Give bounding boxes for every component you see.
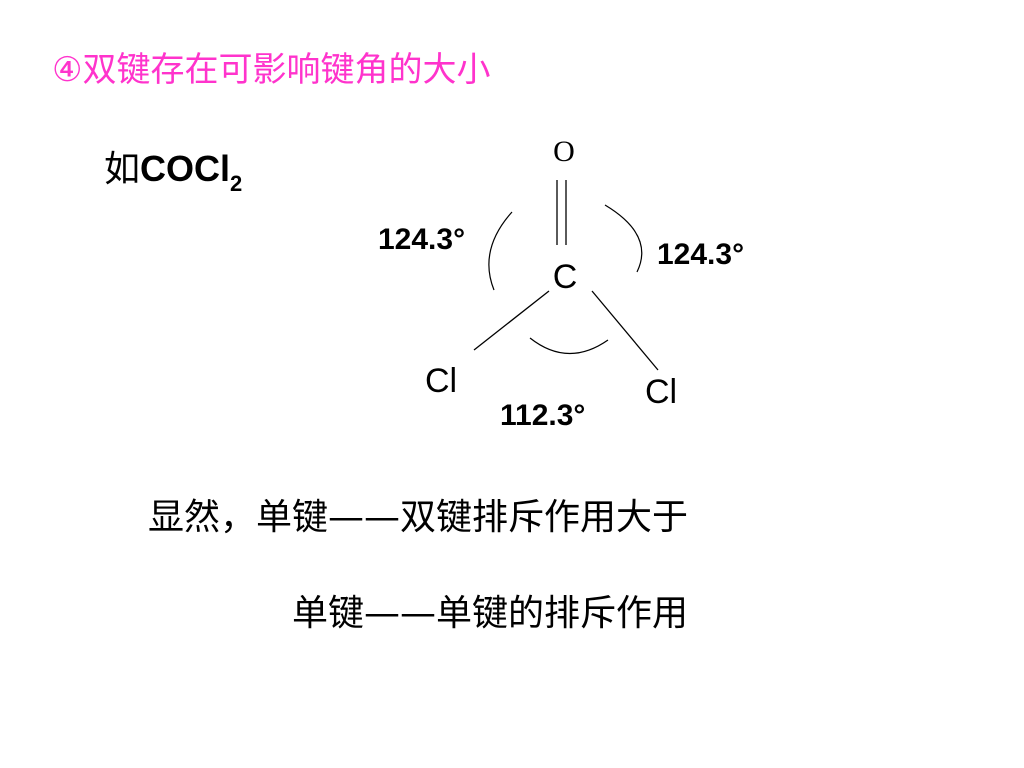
- atom-oxygen: O: [553, 135, 575, 168]
- conclusion-line-2: 单键——单键的排斥作用: [292, 593, 689, 634]
- conclusion-line-1: 显然，单键——双键排斥作用大于: [148, 497, 689, 538]
- formula-subscript: 2: [230, 171, 243, 196]
- atom-chlorine-left: Cl: [425, 362, 457, 400]
- angle-arc-left: [488, 211, 513, 291]
- single-bond-left: [473, 290, 550, 351]
- angle-label-left: 124.3°: [378, 223, 465, 256]
- atom-chlorine-right: Cl: [645, 373, 677, 411]
- angle-arc-bottom: [529, 337, 609, 355]
- example-formula: COCl2: [140, 148, 242, 196]
- slide-title: ④双键存在可影响键角的大小: [52, 50, 491, 90]
- atom-carbon: C: [553, 258, 578, 296]
- example-prefix: 如: [104, 149, 141, 190]
- angle-label-bottom: 112.3°: [500, 399, 585, 432]
- angle-arc-right: [604, 204, 643, 273]
- single-bond-right: [591, 290, 659, 371]
- example-label: 如COCl2: [104, 140, 242, 197]
- angle-label-right: 124.3°: [657, 238, 744, 271]
- formula-main: COCl: [140, 148, 231, 189]
